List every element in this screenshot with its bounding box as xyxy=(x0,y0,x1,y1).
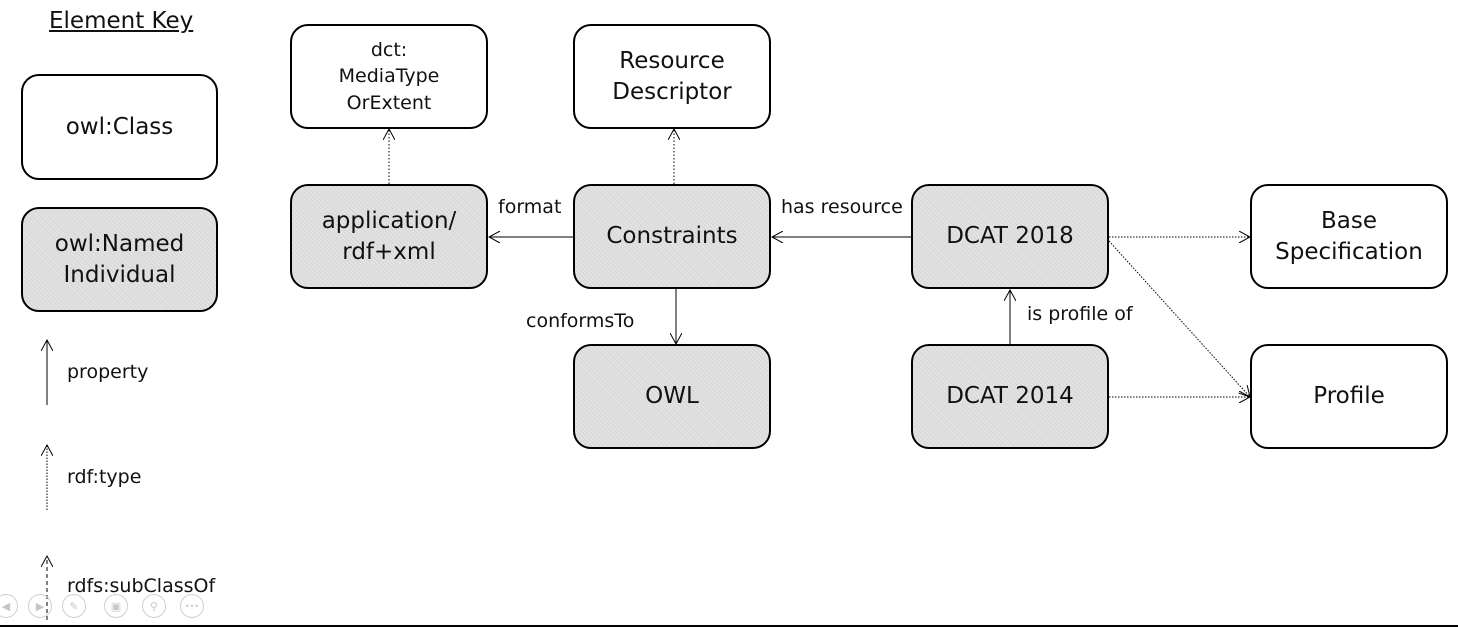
node-media-type-or-extent: dct: MediaType OrExtent xyxy=(290,24,488,129)
edge-type-profile-2018 xyxy=(1108,240,1250,397)
edge-label-conforms-to: conformsTo xyxy=(526,310,635,332)
node-dcat-2018: DCAT 2018 xyxy=(911,184,1109,289)
pen-icon[interactable]: ✎ xyxy=(62,594,86,618)
node-constraints: Constraints xyxy=(573,184,771,289)
node-base-specification-label: Base Specification xyxy=(1275,208,1423,265)
node-application-rdf-xml: application/ rdf+xml xyxy=(290,184,488,289)
key-subclass-label: rdfs:subClassOf xyxy=(67,575,216,597)
key-individual-box: owl:Named Individual xyxy=(21,207,218,312)
key-type-label: rdf:type xyxy=(67,466,142,488)
element-key-title: Element Key xyxy=(49,8,194,34)
see-all-slides-icon[interactable]: ▣ xyxy=(104,594,128,618)
zoom-icon[interactable]: ⚲ xyxy=(142,594,166,618)
key-property-label: property xyxy=(67,361,149,383)
key-class-box: owl:Class xyxy=(21,74,218,180)
edge-label-is-profile-of: is profile of xyxy=(1027,303,1133,325)
node-base-specification: Base Specification xyxy=(1250,184,1448,289)
node-profile: Profile xyxy=(1250,344,1448,449)
key-class-label: owl:Class xyxy=(65,113,174,140)
bottom-divider xyxy=(0,625,1458,627)
node-dcat-2014: DCAT 2014 xyxy=(911,344,1109,449)
edge-label-format: format xyxy=(498,196,562,218)
node-application-rdf-label: application/ rdf+xml xyxy=(321,208,457,265)
node-owl: OWL xyxy=(573,344,771,449)
node-dcat-2014-label: DCAT 2014 xyxy=(946,383,1074,410)
next-slide-icon[interactable]: ▶ xyxy=(28,594,52,618)
node-media-type-label: dct: MediaType OrExtent xyxy=(338,38,440,114)
edge-label-has-resource: has resource xyxy=(781,196,903,218)
key-individual-label: owl:Named Individual xyxy=(54,231,185,288)
node-constraints-label: Constraints xyxy=(606,223,738,250)
node-owl-label: OWL xyxy=(645,383,699,410)
node-resource-descriptor-label: Resource Descriptor xyxy=(612,48,732,105)
more-options-icon[interactable]: ••• xyxy=(180,594,204,618)
node-resource-descriptor: Resource Descriptor xyxy=(573,24,771,129)
previous-slide-icon[interactable]: ◀ xyxy=(0,594,18,618)
node-profile-label: Profile xyxy=(1313,383,1385,410)
node-dcat-2018-label: DCAT 2018 xyxy=(946,223,1074,250)
